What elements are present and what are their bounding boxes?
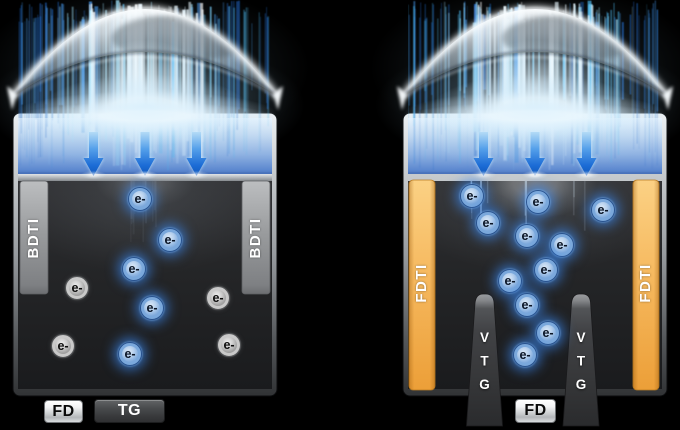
electron-blue: e- bbox=[516, 294, 538, 316]
fd-button-fdti: FD bbox=[515, 399, 556, 423]
transfer-gates bbox=[466, 293, 600, 427]
electron-blue: e- bbox=[514, 344, 536, 366]
electron-gray: e- bbox=[66, 277, 88, 299]
electron-blue: e- bbox=[477, 212, 499, 234]
electron-blue: e- bbox=[129, 188, 151, 210]
bdti-label-right: BDTI bbox=[247, 217, 264, 259]
fdti-bars bbox=[408, 179, 660, 391]
bdti-bar-right bbox=[241, 180, 271, 295]
vtg-gate-left bbox=[466, 293, 503, 427]
electron-blue: e- bbox=[527, 191, 549, 213]
bdti-bars bbox=[19, 180, 271, 295]
electron-blue: e- bbox=[159, 229, 181, 251]
electron-blue: e- bbox=[141, 297, 163, 319]
electron-blue: e- bbox=[592, 199, 614, 221]
vtg-label-right: VTG bbox=[573, 330, 589, 401]
electron-gray: e- bbox=[52, 335, 74, 357]
light-arrows bbox=[470, 132, 600, 180]
vtg-gate-right bbox=[562, 293, 600, 427]
electron-blue: e- bbox=[537, 322, 559, 344]
vtg-label-left: VTG bbox=[477, 330, 492, 401]
electron-blue: e- bbox=[516, 225, 538, 247]
electron-gray: e- bbox=[218, 334, 240, 356]
bdti-bar-left bbox=[19, 180, 49, 295]
electron-blue: e- bbox=[461, 185, 483, 207]
fdti-label-left: FDTI bbox=[413, 263, 430, 303]
light-arrows bbox=[80, 132, 210, 180]
electron-blue: e- bbox=[119, 343, 141, 365]
panel-bdti bbox=[0, 0, 310, 397]
electron-blue: e- bbox=[535, 259, 557, 281]
electron-blue: e- bbox=[123, 258, 145, 280]
focus-glow-wide bbox=[0, 39, 305, 171]
electron-blue: e- bbox=[551, 234, 573, 256]
focus-glow-wide bbox=[375, 39, 680, 171]
bdti-label-left: BDTI bbox=[25, 217, 42, 259]
fd-button-bdti: FD bbox=[44, 400, 83, 423]
electron-blue: e- bbox=[499, 270, 521, 292]
fdti-label-right: FDTI bbox=[637, 263, 654, 303]
electron-gray: e- bbox=[207, 287, 229, 309]
tg-button-bdti: TG bbox=[94, 399, 165, 423]
